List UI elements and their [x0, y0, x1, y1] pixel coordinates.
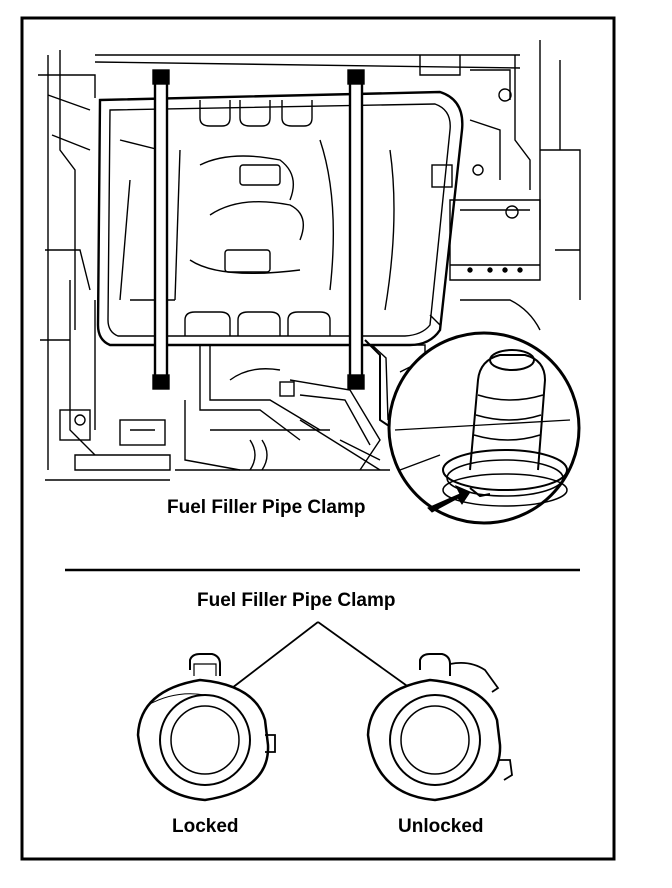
- clamp-detail-callout: [387, 331, 581, 525]
- unlocked-clamp-illustration: [366, 653, 513, 802]
- leader-lines: [231, 621, 411, 689]
- top-clamp-label: Fuel Filler Pipe Clamp: [167, 497, 366, 518]
- diagram-border: [20, 16, 616, 861]
- locked-label: Locked: [172, 816, 239, 837]
- locked-clamp-illustration: [136, 653, 276, 802]
- fuel-tank-illustration: [38, 40, 581, 481]
- unlocked-label: Unlocked: [398, 816, 484, 837]
- bottom-clamp-label: Fuel Filler Pipe Clamp: [197, 590, 396, 611]
